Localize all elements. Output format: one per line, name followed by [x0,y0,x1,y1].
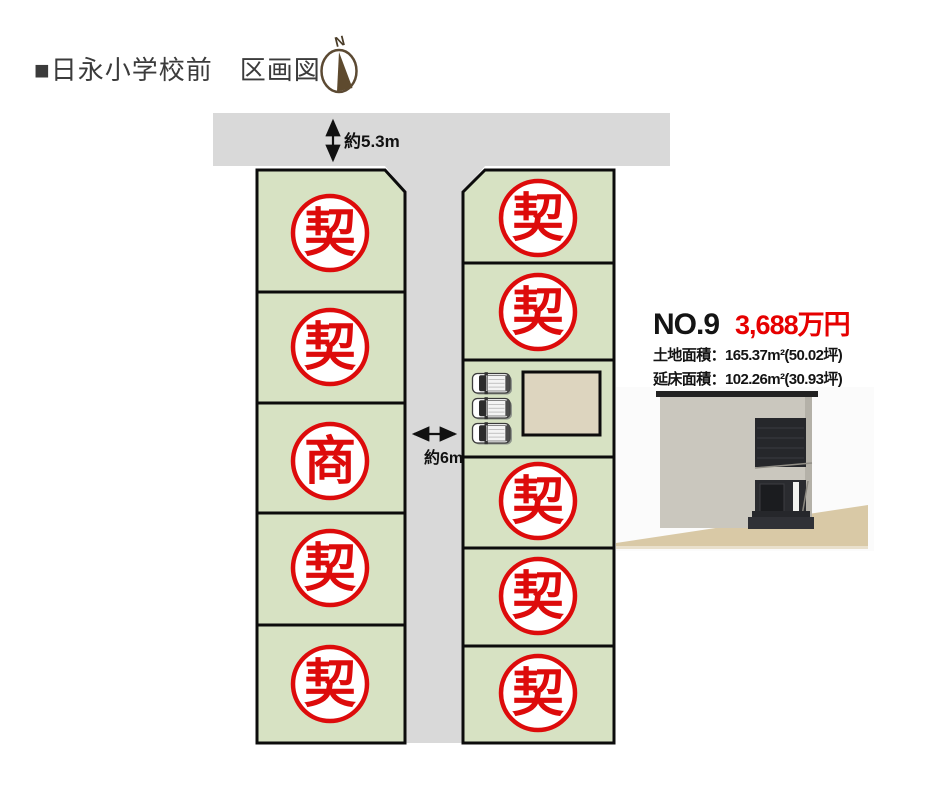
stamp-label: 商 [304,433,356,491]
compass-north-label: N [333,32,347,50]
stamp-label: 契 [304,319,356,377]
status-stamp: 契 [498,178,578,258]
dimension-side-road: 約6m [411,426,463,467]
status-stamp: 契 [498,272,578,352]
car-icon [471,396,513,421]
status-stamp: 契 [290,193,370,273]
stamp-label: 契 [304,540,356,598]
building-footprint [521,370,602,437]
house-steps [748,517,814,529]
dimension-label: 約5.3m [344,131,400,151]
status-stamp: 契 [290,644,370,724]
page-title: ■日永小学校前 区画図 [34,55,321,85]
compass-icon: N [320,32,358,94]
listing-price: 3,688万円 [735,310,851,340]
stamp-label: 契 [512,284,564,342]
floor-area: 延床面積：102.26m²(30.93坪) [653,371,843,388]
house-roof [656,391,818,397]
status-stamp: 契 [498,461,578,541]
road-side [385,166,485,743]
status-stamp: 契 [290,307,370,387]
stamp-label: 契 [512,665,564,723]
road-top [213,113,670,166]
status-stamp: 契 [498,653,578,733]
status-stamp: 契 [290,528,370,608]
house-balcony-opening [755,418,806,467]
stamp-label: 契 [304,656,356,714]
listing-info: NO.9 3,688万円 土地面積：165.37m²(50.02坪) 延床面積：… [653,303,903,390]
status-stamp: 契 [498,556,578,636]
car-icon [471,371,513,396]
dimension-label: 約6m [424,448,463,467]
listing-number: NO.9 [653,308,720,341]
stamp-label: 契 [512,473,564,531]
dimension-top-road: 約5.3m [325,118,400,163]
land-area: 土地面積：165.37m²(50.02坪) [653,347,843,364]
stamp-label: 契 [304,205,356,263]
status-stamp: 商 [290,421,370,501]
car-icon [471,421,513,446]
stamp-label: 契 [512,568,564,626]
stamp-label: 契 [512,190,564,248]
house-rendering [616,387,874,551]
